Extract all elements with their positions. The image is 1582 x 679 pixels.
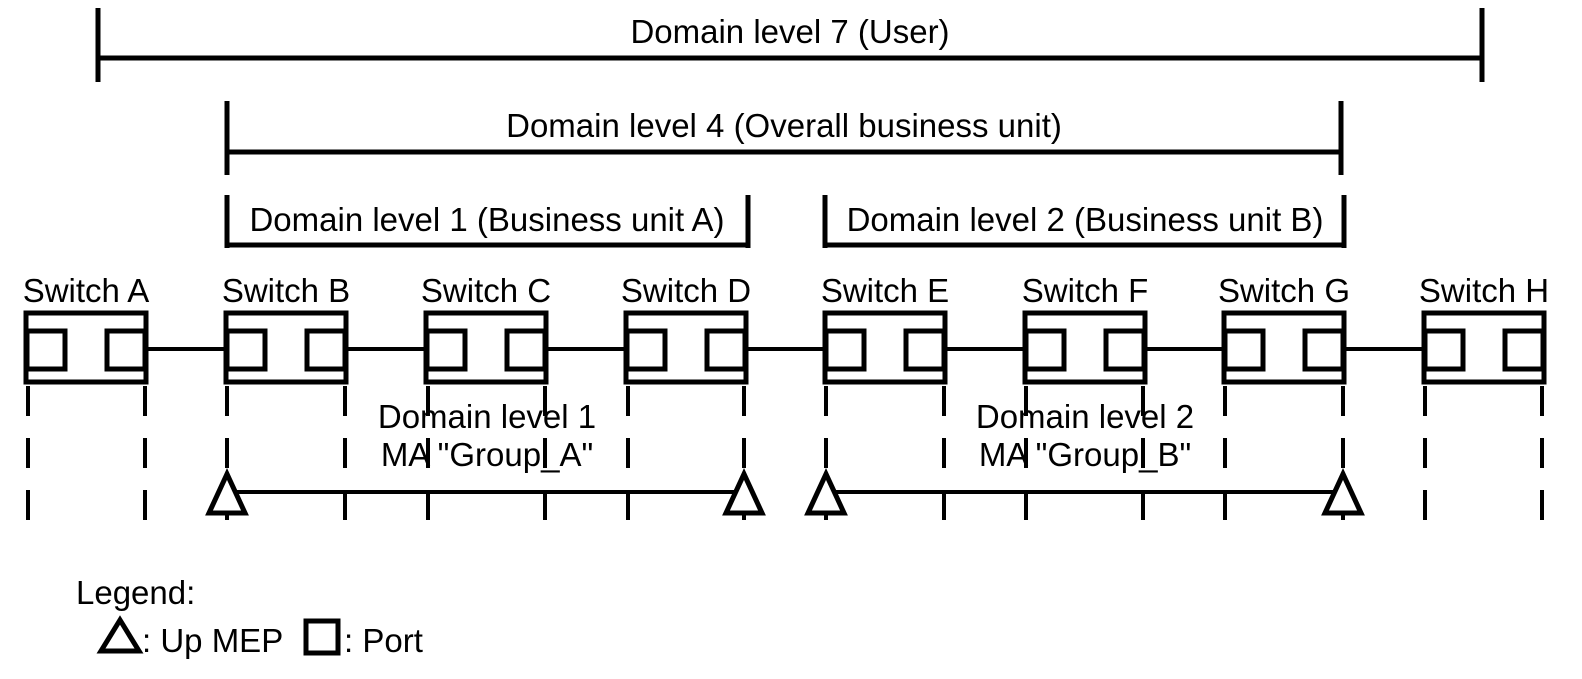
bracket-level1: Domain level 1 (Business unit A) (224, 195, 751, 248)
switch-c-port-right[interactable] (504, 328, 548, 372)
ma-group-a-level-label: Domain level 1 (378, 398, 596, 435)
bracket-level7-label: Domain level 7 (User) (630, 13, 949, 50)
switch-f-port-left[interactable] (1023, 328, 1067, 372)
switch-e-port-right[interactable] (903, 328, 947, 372)
switch-c-port-left[interactable] (424, 328, 468, 372)
ma-group-b-up-mep-right[interactable] (1321, 468, 1365, 516)
legend-port-label: : Port (344, 622, 423, 659)
ma-group-b-level-label: Domain level 2 (976, 398, 1194, 435)
legend-square-icon (303, 618, 341, 656)
switch-d-label: Switch D (621, 272, 751, 309)
switch-f[interactable]: Switch F (1022, 272, 1149, 542)
ma-group-a: Domain level 1 MA "Group_A" (205, 398, 766, 516)
switch-h-port-right[interactable] (1502, 328, 1546, 372)
switch-h-port-left[interactable] (1422, 328, 1466, 372)
switch-e-label: Switch E (821, 272, 949, 309)
bracket-level7: Domain level 7 (User) (95, 8, 1485, 82)
bracket-level4-label: Domain level 4 (Overall business unit) (506, 107, 1062, 144)
switch-c-label: Switch C (421, 272, 551, 309)
switch-h[interactable]: Switch H (1419, 272, 1549, 542)
switch-b-port-right[interactable] (304, 328, 348, 372)
switch-h-label: Switch H (1419, 272, 1549, 309)
switch-a-port-left[interactable] (24, 328, 68, 372)
ma-group-b-up-mep-left[interactable] (804, 468, 848, 516)
switch-a-label: Switch A (23, 272, 150, 309)
ma-group-a-up-mep-right[interactable] (722, 468, 766, 516)
switch-g-port-right[interactable] (1302, 328, 1346, 372)
switch-b[interactable]: Switch B (222, 272, 350, 542)
switch-d-port-left[interactable] (624, 328, 668, 372)
bracket-level2-label: Domain level 2 (Business unit B) (847, 201, 1324, 238)
switch-d[interactable]: Switch D (621, 272, 751, 542)
bracket-level2: Domain level 2 (Business unit B) (822, 195, 1347, 248)
switch-b-label: Switch B (222, 272, 350, 309)
switch-e-port-left[interactable] (823, 328, 867, 372)
ma-group-b: Domain level 2 MA "Group_B" (804, 398, 1365, 516)
switch-a-port-right[interactable] (104, 328, 148, 372)
switch-d-port-right[interactable] (704, 328, 748, 372)
switch-f-label: Switch F (1022, 272, 1149, 309)
legend-title: Legend: (76, 574, 195, 611)
ma-group-b-name-label: MA "Group_B" (979, 436, 1191, 473)
switch-g-port-left[interactable] (1222, 328, 1266, 372)
switch-g[interactable]: Switch G (1218, 272, 1350, 542)
switch-c[interactable]: Switch C (421, 272, 551, 542)
ma-group-a-up-mep-left[interactable] (205, 468, 249, 516)
legend: Legend: : Up MEP : Port (76, 574, 423, 659)
switch-a[interactable]: Switch A (23, 272, 150, 542)
legend-triangle-icon (96, 615, 144, 654)
switch-f-port-right[interactable] (1103, 328, 1147, 372)
bracket-level1-label: Domain level 1 (Business unit A) (249, 201, 724, 238)
switch-b-port-left[interactable] (224, 328, 268, 372)
ma-group-a-name-label: MA "Group_A" (381, 436, 593, 473)
switch-e[interactable]: Switch E (821, 272, 949, 542)
bracket-level4: Domain level 4 (Overall business unit) (224, 101, 1344, 175)
legend-up-mep-label: : Up MEP (142, 622, 283, 659)
switch-g-label: Switch G (1218, 272, 1350, 309)
